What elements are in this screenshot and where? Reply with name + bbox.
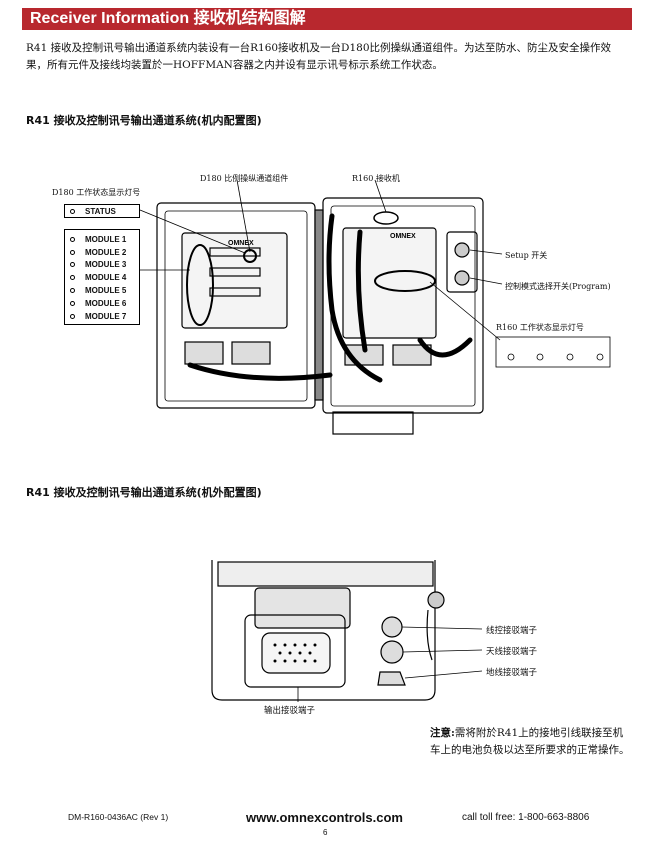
right-housing-panel <box>322 197 484 414</box>
footer-doc-id: DM-R160-0436AC (Rev 1) <box>68 812 169 822</box>
line-control-terminal-icon <box>381 616 403 638</box>
d180-connector-right-icon <box>231 341 271 365</box>
status-label: STATUS <box>85 206 116 216</box>
module-led-icon <box>70 288 75 294</box>
module-label: MODULE 4 <box>85 273 127 283</box>
module-led-icon <box>70 262 75 268</box>
output-connector-icon <box>244 614 346 688</box>
label-d180-status-light: D180 工作状态显示灯号 <box>52 188 141 197</box>
antenna-terminal-icon <box>380 640 404 664</box>
module-row: MODULE 6 <box>65 297 139 310</box>
module-label: MODULE 6 <box>85 298 127 308</box>
label-ground-terminal: 地线接驳端子 <box>486 668 538 678</box>
r160-led-icon <box>536 353 544 361</box>
r160-status-box <box>495 336 611 368</box>
module-led-icon <box>70 300 75 306</box>
d180-connector-left-icon <box>184 341 224 365</box>
r160-led-icon <box>507 353 515 361</box>
footer-phone: call toll free: 1-800-663-8806 <box>462 812 590 823</box>
module-indicator-box: MODULE 1 MODULE 2 MODULE 3 MODULE 4 MODU… <box>64 229 140 325</box>
program-switch-icon <box>454 270 470 286</box>
module-row: MODULE 7 <box>65 310 139 323</box>
footer-page-number: 6 <box>323 828 328 837</box>
section-title-internal: R41 接收及控制讯号输出通道系统(机内配置图) <box>26 114 262 127</box>
section-title-external: R41 接收及控制讯号输出通道系统(机外配置图) <box>26 486 262 499</box>
wire-bundle-icon <box>326 213 383 383</box>
label-antenna-terminal: 天线接驳端子 <box>486 647 538 657</box>
label-r160-receiver: R160 接收机 <box>352 174 400 183</box>
ground-terminal-icon <box>377 671 406 686</box>
module-label: MODULE 5 <box>85 286 127 296</box>
enclosure-outline-icon <box>211 560 436 701</box>
module-label: MODULE 2 <box>85 247 127 257</box>
module-label: MODULE 1 <box>85 234 127 244</box>
note-text: 需将附於R41上的接地引线联接至机车上的电池负极以达至所要求的正常操作。 <box>430 727 630 756</box>
status-indicator-box: STATUS <box>64 204 140 218</box>
note-label: 注意: <box>430 727 455 739</box>
label-r160-status-light: R160 工作状态显示灯号 <box>496 323 584 332</box>
label-line-control-terminal: 线控接驳端子 <box>486 626 538 636</box>
module-row: MODULE 4 <box>65 271 139 284</box>
output-plug-cover-icon <box>254 587 351 629</box>
module-row: MODULE 2 <box>65 246 139 259</box>
label-d180-component: D180 比例操纵通道组件 <box>200 174 289 183</box>
label-setup-switch: Setup 开关 <box>505 251 548 260</box>
footer-website: www.omnexcontrols.com <box>246 810 403 825</box>
status-led-icon <box>70 208 75 214</box>
module-row: MODULE 5 <box>65 284 139 297</box>
module-row: MODULE 1 <box>65 233 139 246</box>
omnex-logo-left: OMNEX <box>228 240 254 247</box>
module-led-icon <box>70 275 75 281</box>
intro-paragraph: R41 接收及控制讯号输出通道系统内装设有一台R160接收机及一台D180比例操… <box>26 42 612 71</box>
label-output-terminal: 输出接驳端子 <box>264 706 316 716</box>
page-header: Receiver Information 接收机结构图解 <box>22 8 632 30</box>
label-program-switch: 控制模式选择开关(Program) <box>505 282 611 291</box>
module-row: MODULE 3 <box>65 259 139 272</box>
setup-switch-icon <box>454 242 470 258</box>
module-label: MODULE 3 <box>85 260 127 270</box>
module-led-icon <box>70 236 75 242</box>
module-label: MODULE 7 <box>85 311 127 321</box>
r160-receiver-icon <box>342 227 437 339</box>
omnex-logo-right: OMNEX <box>390 233 416 240</box>
note-paragraph: 注意:需将附於R41上的接地引线联接至机车上的电池负极以达至所要求的正常操作。 <box>430 725 630 759</box>
module-led-icon <box>70 249 75 255</box>
r160-led-icon <box>596 353 604 361</box>
r160-led-icon <box>566 353 574 361</box>
module-led-icon <box>70 313 75 319</box>
